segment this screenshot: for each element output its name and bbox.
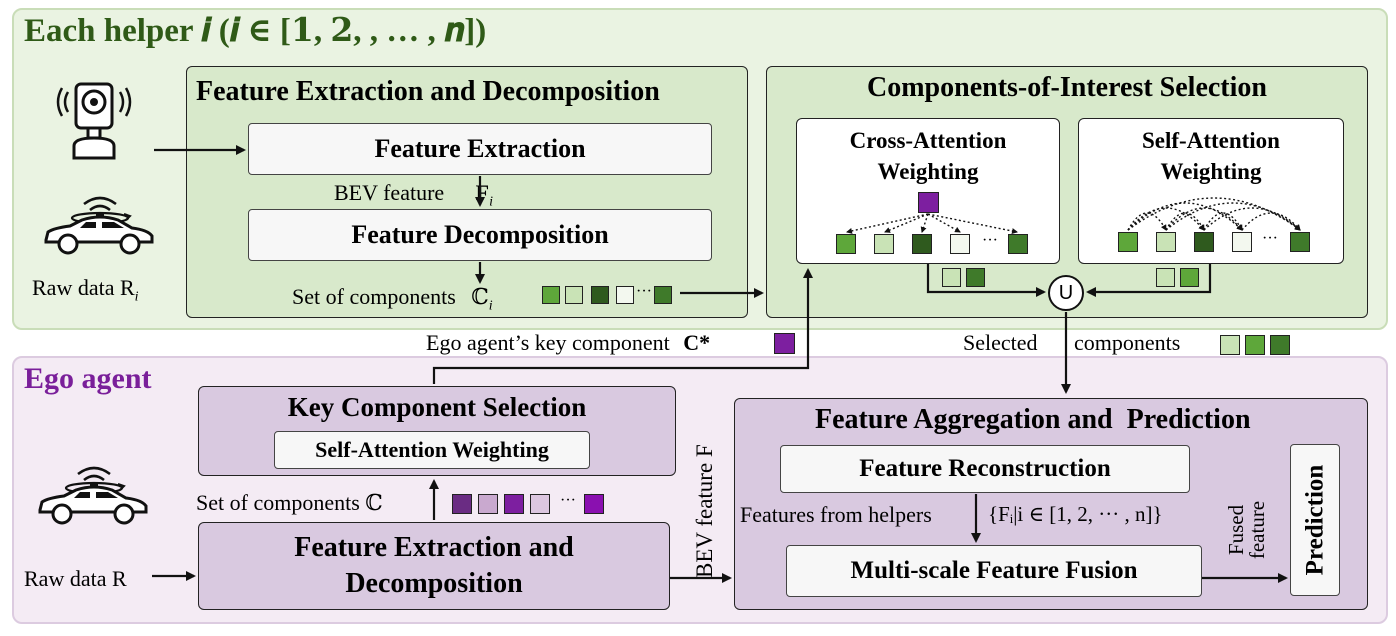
self-attention-label: Self-Attention Weighting <box>1142 128 1280 184</box>
ego-key-component-square <box>918 192 939 213</box>
features-set-label: {Fᵢ|i ∈ [1, 2, ··· , n]} <box>988 502 1163 526</box>
helper-fed-title: Feature Extraction and Decomposition <box>196 76 660 107</box>
ego-component-square <box>584 494 604 514</box>
ego-raw-data-label: Raw data R <box>24 566 127 591</box>
cross-attention-component-square <box>874 234 894 254</box>
cis-title: Components-of-Interest Selection <box>867 72 1267 103</box>
components-label: components <box>1074 330 1181 355</box>
self-attention-component-square <box>1232 232 1252 252</box>
fap-title: Feature Aggregation and Prediction <box>815 404 1251 435</box>
cross-attention-component-square <box>950 234 970 254</box>
self-attention-component-square <box>1156 232 1176 252</box>
ego-components-ellipsis: ··· <box>560 492 576 509</box>
ego-component-square <box>452 494 472 514</box>
selected-component-square <box>1245 335 1265 355</box>
selected-cross-square <box>966 268 985 287</box>
helper-title: Each helper 𝒊 (𝒊 ∈ [𝟏, 𝟐, , … , 𝒏]) <box>24 13 487 49</box>
ego-component-square <box>478 494 498 514</box>
ego-title: Ego agent <box>24 362 152 395</box>
helper-component-square <box>565 286 583 304</box>
kcs-self-attention-box: Self-Attention Weighting <box>274 431 590 469</box>
ego-set-of-components-label: Set of components ℂ <box>196 490 383 515</box>
feature-reconstruction-box: Feature Reconstruction <box>780 445 1190 493</box>
cross-attention-component-square <box>836 234 856 254</box>
kcs-title: Key Component Selection <box>287 392 587 422</box>
cross-attention-ellipsis: ··· <box>982 232 998 249</box>
multi-scale-feature-fusion-box: Multi-scale Feature Fusion <box>786 545 1202 597</box>
features-from-helpers-label: Features from helpers <box>740 502 932 527</box>
fused-feature-label: Fused feature <box>1224 500 1269 560</box>
helper-feature-decomposition-box: Feature Decomposition <box>248 209 712 261</box>
helper-component-square <box>654 286 672 304</box>
ego-component-square <box>530 494 550 514</box>
selected-self-square <box>1180 268 1199 287</box>
selected-label: Selected <box>963 330 1038 355</box>
lidar-car-icon <box>40 190 158 260</box>
ego-key-component-label: Ego agent’s key component C* <box>426 330 711 355</box>
helper-component-square <box>591 286 609 304</box>
helper-raw-data-label: Raw data Ri <box>32 275 139 305</box>
self-attention-component-square <box>1118 232 1138 252</box>
lidar-car-icon <box>34 460 152 530</box>
helper-set-of-components-label: Set of components ℂi <box>292 284 493 314</box>
helper-components-ellipsis: ··· <box>636 283 652 300</box>
helper-component-square <box>542 286 560 304</box>
helper-bev-feature-label: BEV feature Fi <box>334 180 494 210</box>
self-attention-component-square <box>1194 232 1214 252</box>
ego-key-component-square <box>774 333 795 354</box>
union-icon: U <box>1048 275 1084 311</box>
cross-attention-component-square <box>912 234 932 254</box>
selected-component-square <box>1220 335 1240 355</box>
ego-component-square <box>504 494 524 514</box>
self-attention-component-square <box>1290 232 1310 252</box>
helper-feature-extraction-box: Feature Extraction <box>248 123 712 175</box>
selected-self-square <box>1156 268 1175 287</box>
camera-sensor-icon <box>54 78 134 164</box>
prediction-box: Prediction <box>1290 444 1340 596</box>
cross-attention-label: Cross-Attention Weighting <box>849 128 1007 184</box>
selected-cross-square <box>942 268 961 287</box>
ego-bev-feature-label: BEV feature F <box>692 444 717 578</box>
helper-component-square <box>616 286 634 304</box>
ego-feature-extraction-decomposition-box: Feature Extraction and Decomposition <box>198 522 670 610</box>
cross-attention-component-square <box>1008 234 1028 254</box>
self-attention-ellipsis: ··· <box>1262 230 1278 247</box>
selected-component-square <box>1270 335 1290 355</box>
